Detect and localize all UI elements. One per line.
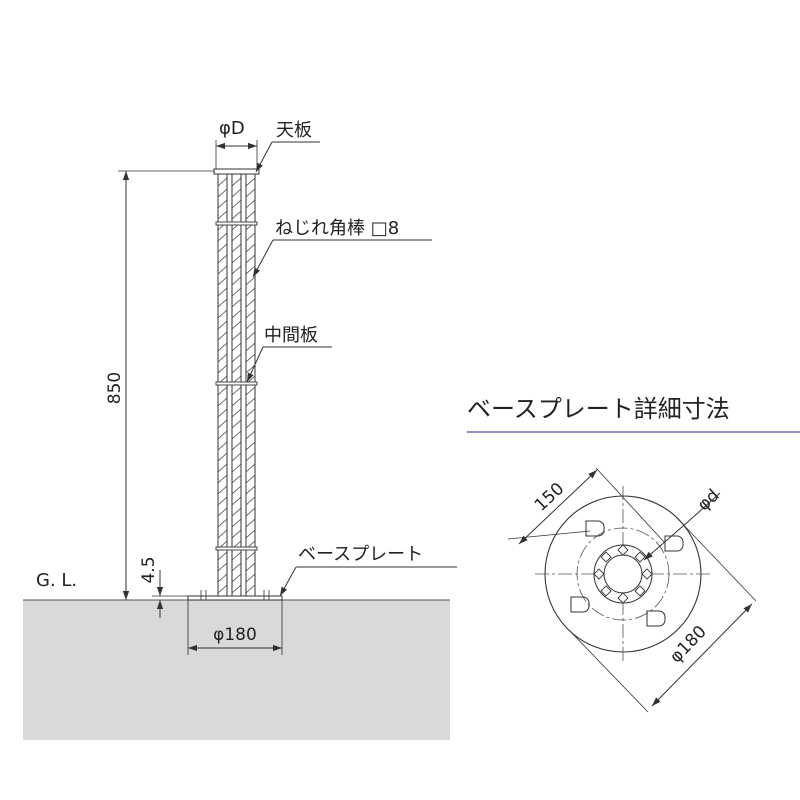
ground-area (23, 600, 450, 740)
base-plate-label: ベースプレート (298, 544, 423, 565)
ground-line-label: G. L. (36, 570, 77, 591)
middle-plate-1 (215, 221, 258, 226)
bar-section-mark (600, 551, 612, 563)
bolt-diameter-dimension: φd (694, 486, 724, 516)
twisted-bars (217, 172, 256, 599)
top-plate-label: 天板 (276, 120, 312, 141)
bar-section-marks (593, 544, 653, 604)
bar-section-mark (634, 551, 646, 563)
twisted-bar-label: ねじれ角棒 □8 (275, 218, 399, 239)
detail-title: ベースプレート詳細寸法 (467, 395, 730, 423)
middle-plate-3 (215, 546, 258, 551)
base-diameter-dimension: φ180 (213, 625, 257, 645)
center-ring-inner (603, 554, 643, 594)
bar-section-mark (617, 592, 629, 604)
twist-pattern (217, 177, 256, 594)
base-plate-detail: ベースプレート詳細寸法 150 φd φ180 (467, 395, 800, 713)
bar-section-mark (634, 585, 646, 597)
bar-section-mark (600, 585, 612, 597)
top-plate (213, 168, 260, 175)
base-plate (187, 595, 283, 601)
hole-pitch-dimension: 150 (531, 479, 568, 516)
middle-plate-label: 中間板 (264, 325, 318, 346)
diameter-d-label: φD (219, 118, 245, 139)
middle-plate-2 (215, 381, 258, 386)
bar-section-mark (641, 568, 653, 580)
elevation-view: G. L. φD 天板 ねじれ角棒 □8 (23, 118, 457, 740)
height-dimension: 850 (105, 372, 125, 404)
base-thickness-dimension: 4.5 (139, 556, 159, 583)
bar-section-mark (593, 568, 605, 580)
bar-section-mark (617, 544, 629, 556)
